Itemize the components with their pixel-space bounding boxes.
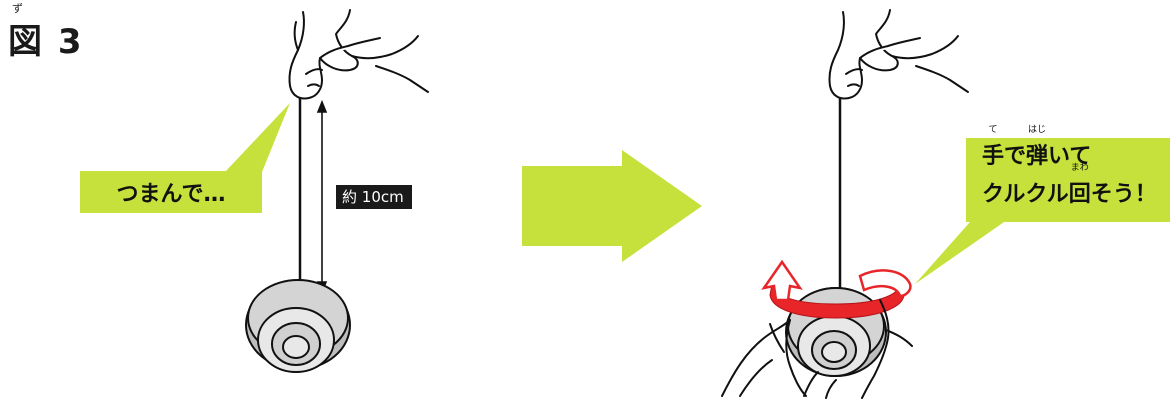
- hand-pinching-icon-right: [829, 10, 968, 99]
- callout-line-2: クルクルまわ回そう！: [976, 176, 1166, 214]
- callout-line-2-segment: まわ回: [1069, 176, 1091, 214]
- measure-value: 10cm: [362, 188, 404, 206]
- measure-kanji-text: 約: [342, 188, 357, 206]
- callout-pointer-left: [225, 103, 290, 172]
- yoyo-icon: [246, 280, 350, 372]
- callout-line-1-segment: て手: [982, 138, 1004, 176]
- callout-line-1-segment: はじ弾: [1026, 138, 1048, 176]
- measure-kanji-ruby: やく: [342, 177, 357, 186]
- callout-line-2-ruby: まわ: [1069, 164, 1091, 173]
- right-arrow-icon: [522, 150, 702, 262]
- measure-arrow: [318, 102, 326, 292]
- figure-label: 図 3: [8, 14, 84, 63]
- measure-kanji: やく 約: [342, 185, 357, 209]
- callout-line-2-segment: クルクル: [982, 176, 1069, 214]
- callout-line-1-text: で: [1004, 144, 1026, 169]
- callout-line-2-text: そう！: [1091, 182, 1157, 207]
- callout-text-pinch: つまんで…: [80, 171, 262, 213]
- hand-pinching-icon: [289, 10, 428, 99]
- callout-line-1-segment: で: [1004, 138, 1026, 176]
- callout-text-spin: て手ではじ弾いて クルクルまわ回そう！: [976, 138, 1166, 222]
- callout-line-2-segment: そう！: [1091, 176, 1157, 214]
- callout-line-2-text: クルクル: [982, 182, 1069, 207]
- callout-line-2-text: 回: [1069, 182, 1091, 207]
- callout-line-1-ruby: て: [982, 126, 1004, 135]
- measure-label: やく 約 10cm: [336, 185, 412, 209]
- callout-line-1-text: 手: [982, 144, 1004, 169]
- callout-line-1-ruby: はじ: [1026, 126, 1048, 135]
- callout-line-1-text: 弾: [1026, 144, 1048, 169]
